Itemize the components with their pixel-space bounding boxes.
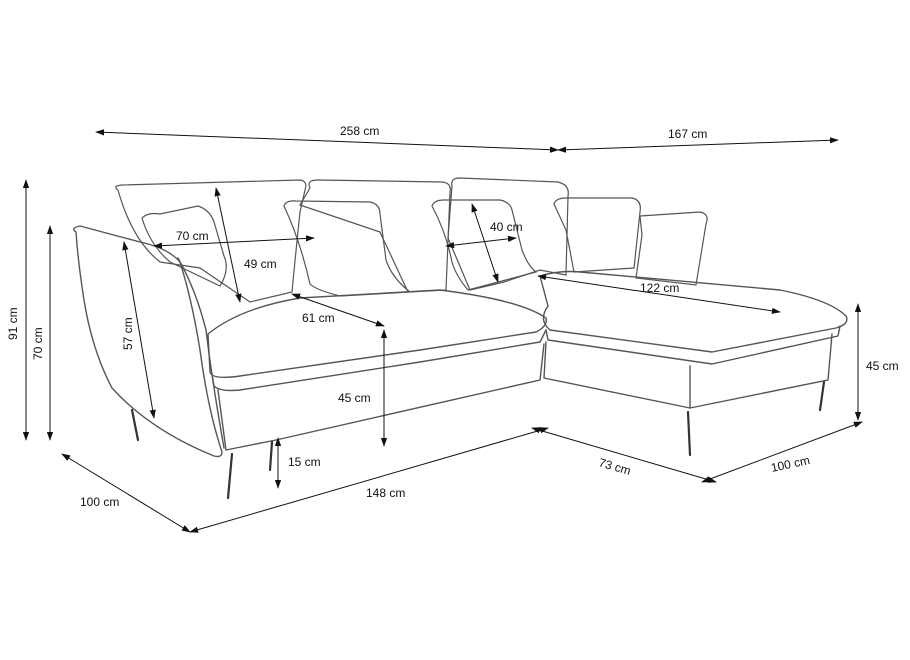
label-chaise-depth: 100 cm — [770, 453, 811, 475]
label-chaise-width: 73 cm — [597, 455, 632, 477]
label-pillow-large-width: 70 cm — [176, 229, 209, 243]
label-seat-height: 45 cm — [338, 391, 371, 405]
label-total-width: 258 cm — [340, 124, 379, 138]
dim-line-122 — [537, 274, 781, 314]
dim-line-167 — [557, 137, 839, 153]
left-arm — [73, 225, 223, 458]
leg-5 — [818, 380, 826, 412]
label-pillow-large-height: 49 cm — [244, 257, 277, 271]
dimension-labels: 258 cm 167 cm 91 cm 70 cm 57 cm 70 cm 49… — [6, 124, 899, 509]
left-arm-inner — [177, 257, 225, 449]
back-cushion-left — [115, 179, 307, 303]
pillow-small-middle — [431, 199, 538, 291]
label-sofa-depth: 100 cm — [80, 495, 119, 509]
label-front-length: 148 cm — [366, 486, 405, 500]
chaise-back-cushion — [635, 211, 708, 286]
label-backrest-height: 57 cm — [121, 317, 135, 350]
dim-line-40-h — [445, 235, 517, 249]
sofa-drawing — [73, 177, 848, 500]
dim-line-61 — [291, 293, 385, 327]
chaise-front — [545, 325, 841, 365]
pillow-right — [553, 197, 641, 273]
label-total-height: 91 cm — [6, 307, 20, 340]
dimension-lines — [22, 129, 863, 533]
back-cushion-middle — [299, 179, 451, 293]
main-seat-top — [207, 289, 547, 379]
main-base — [217, 343, 545, 451]
label-chaise-length: 167 cm — [668, 127, 707, 141]
pillow-large-left — [283, 200, 412, 297]
label-seat-height-chaise: 45 cm — [866, 359, 899, 373]
chaise-seat-top — [539, 270, 848, 353]
dim-line-49 — [214, 187, 242, 303]
dim-line-57 — [122, 241, 156, 419]
label-arm-height: 70 cm — [31, 327, 45, 360]
leg-2 — [226, 452, 234, 500]
leg-3 — [268, 440, 274, 472]
dim-line-258 — [95, 129, 559, 153]
dim-line-100-left — [61, 453, 191, 533]
dim-line-100-right — [701, 421, 863, 483]
main-seat-front — [211, 329, 547, 392]
label-seat-depth: 61 cm — [302, 311, 335, 325]
leg-4 — [686, 410, 692, 457]
dim-line-148 — [189, 427, 549, 533]
label-chaise-seat-length: 122 cm — [640, 281, 679, 295]
dim-line-73 — [531, 427, 717, 483]
leg-1 — [130, 408, 140, 442]
dim-line-40-v — [471, 203, 499, 283]
label-pillow-small: 40 cm — [490, 220, 523, 234]
label-leg-height: 15 cm — [288, 455, 321, 469]
